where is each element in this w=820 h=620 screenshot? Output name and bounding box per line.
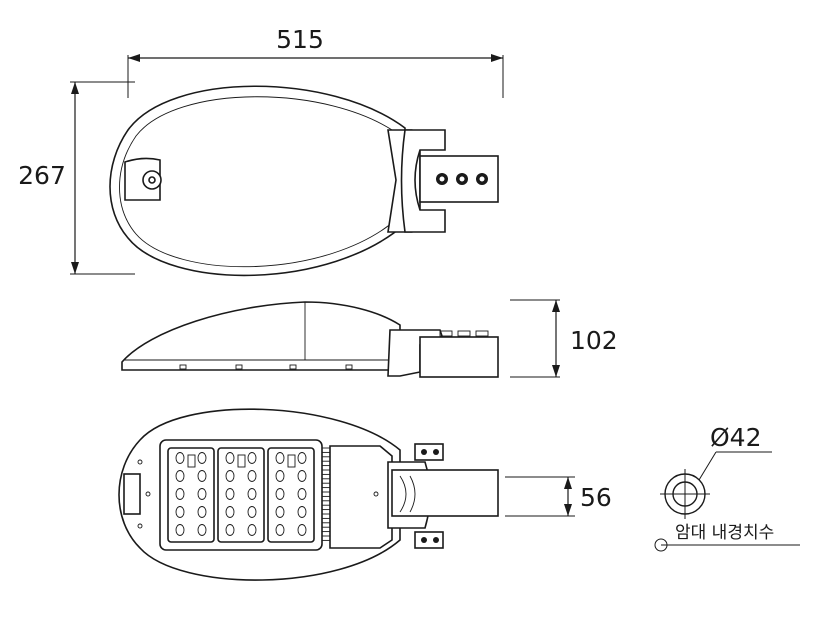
mounting-arm-bottom: [391, 469, 499, 517]
led-lens: [275, 470, 285, 482]
led-lens: [175, 470, 185, 482]
led-lens: [297, 506, 307, 518]
led-lens: [197, 452, 207, 464]
top-view: 515 267: [18, 25, 504, 277]
height-dimension-label: 267: [18, 161, 66, 190]
led-lens: [197, 506, 207, 518]
led-module-2: [217, 447, 265, 543]
led-connector: [187, 454, 196, 468]
led-lens: [247, 470, 257, 482]
led-lens: [225, 488, 235, 500]
side-height-dimension-label: 102: [570, 326, 618, 355]
bottom-view: 56: [118, 408, 612, 581]
led-lens: [197, 488, 207, 500]
led-connector: [237, 454, 246, 468]
mounting-arm-side: [419, 336, 499, 378]
led-lens: [175, 506, 185, 518]
pole-inner-dimension-note: 암대 내경치수: [675, 523, 774, 543]
led-lens: [247, 524, 257, 536]
led-module-3: [267, 447, 315, 543]
led-lens: [275, 488, 285, 500]
led-lens: [175, 488, 185, 500]
luminaire-top-body: [109, 85, 406, 277]
diameter-dimension-label: Ø42: [710, 423, 762, 452]
led-lens: [297, 524, 307, 536]
pole-detail: Ø42 암대 내경치수: [654, 423, 800, 552]
led-lens: [275, 524, 285, 536]
led-module-1: [167, 447, 215, 543]
led-lens: [225, 524, 235, 536]
led-lens: [275, 506, 285, 518]
led-lens: [225, 506, 235, 518]
led-lens: [225, 452, 235, 464]
led-connector: [287, 454, 296, 468]
led-lens: [175, 452, 185, 464]
led-lens: [247, 452, 257, 464]
led-lens: [297, 452, 307, 464]
driver-housing: [329, 445, 393, 549]
led-lens: [275, 452, 285, 464]
led-lens: [197, 470, 207, 482]
led-lens: [175, 524, 185, 536]
led-lens: [247, 506, 257, 518]
led-lens: [297, 488, 307, 500]
led-lens: [197, 524, 207, 536]
width-dimension-label: 515: [276, 25, 324, 54]
side-view: 102: [121, 299, 618, 378]
led-lens: [247, 488, 257, 500]
led-lens-grid: [175, 452, 307, 536]
bracket-dimension-label: 56: [580, 483, 612, 512]
led-lens: [297, 470, 307, 482]
led-lens: [225, 470, 235, 482]
